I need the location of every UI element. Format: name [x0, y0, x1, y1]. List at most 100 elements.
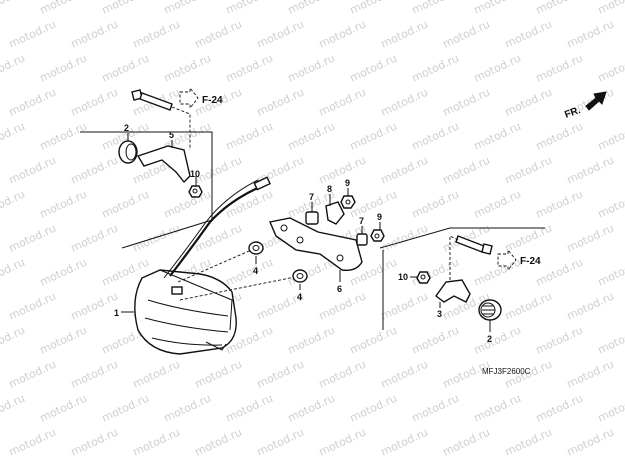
watermark-text: motod.ru	[224, 120, 275, 153]
watermark-text: motod.ru	[100, 392, 151, 425]
watermark-text: motod.ru	[348, 52, 399, 85]
watermark-text: motod.ru	[7, 426, 58, 459]
watermark-text: motod.ru	[317, 154, 368, 187]
watermark-text: motod.ru	[162, 392, 213, 425]
watermark-text: motod.ru	[503, 290, 554, 323]
grommet-upper	[248, 241, 264, 255]
watermark-text: motod.ru	[410, 52, 461, 85]
leader-dash-left-bolt	[171, 106, 191, 150]
watermark-text: motod.ru	[224, 52, 275, 85]
ref-arrow-right	[497, 248, 517, 272]
watermark-text: motod.ru	[0, 0, 27, 17]
watermark-text: motod.ru	[7, 86, 58, 119]
watermark-text: motod.ru	[379, 154, 430, 187]
watermark-text: motod.ru	[131, 222, 182, 255]
watermark-text: motod.ru	[7, 154, 58, 187]
watermark-text: motod.ru	[0, 52, 27, 85]
watermark-text: motod.ru	[534, 0, 585, 17]
watermark-text: motod.ru	[565, 290, 616, 323]
watermark-text: motod.ru	[69, 86, 120, 119]
leader-dash-upper	[177, 247, 257, 283]
watermark-text: motod.ru	[38, 324, 89, 357]
watermark-text: motod.ru	[0, 324, 27, 357]
watermark-text: motod.ru	[224, 256, 275, 289]
left-frame-outline	[80, 131, 213, 249]
part-number-4-bottom: 4	[297, 292, 302, 302]
nut-9-right	[370, 229, 385, 242]
leader-dash-lower	[179, 275, 301, 301]
diagram-code: MFJ3F2600C	[482, 367, 531, 376]
watermark-text: motod.ru	[410, 324, 461, 357]
nut-10-left	[188, 185, 203, 198]
watermark-text: motod.ru	[503, 222, 554, 255]
watermark-text: motod.ru	[38, 188, 89, 221]
watermark-text: motod.ru	[0, 256, 27, 289]
watermark-text: motod.ru	[410, 0, 461, 17]
watermark-text: motod.ru	[565, 426, 616, 459]
watermark-text: motod.ru	[410, 188, 461, 221]
watermark-text: motod.ru	[193, 222, 244, 255]
watermark-text: motod.ru	[348, 0, 399, 17]
tail-light-assembly	[134, 176, 271, 355]
watermark-text: motod.ru	[472, 52, 523, 85]
part-number-3: 3	[437, 309, 442, 319]
watermark-text: motod.ru	[503, 18, 554, 51]
watermark-text: motod.ru	[69, 290, 120, 323]
part-number-7-right: 7	[359, 216, 364, 226]
reference-label-right: F-24	[520, 256, 541, 267]
watermark-text: motod.ru	[596, 0, 625, 17]
watermark-text: motod.ru	[534, 188, 585, 221]
watermark-text: motod.ru	[565, 358, 616, 391]
watermark-text: motod.ru	[193, 426, 244, 459]
watermark-text: motod.ru	[503, 86, 554, 119]
watermark-text: motod.ru	[100, 0, 151, 17]
watermark-text: motod.ru	[162, 52, 213, 85]
watermark-text: motod.ru	[131, 358, 182, 391]
watermark-text: motod.ru	[534, 392, 585, 425]
part-number-5: 5	[169, 130, 174, 140]
watermark-text: motod.ru	[472, 392, 523, 425]
reference-label-left: F-24	[202, 95, 223, 106]
watermark-text: motod.ru	[193, 358, 244, 391]
watermark-text: motod.ru	[534, 256, 585, 289]
watermark-text: motod.ru	[503, 154, 554, 187]
part-number-7-top: 7	[309, 192, 314, 202]
right-frame-top	[379, 227, 545, 249]
watermark-text: motod.ru	[379, 290, 430, 323]
grommet-lower	[292, 269, 308, 283]
part-number-10-right: 10	[398, 272, 408, 282]
part-number-2-left: 2	[124, 123, 129, 133]
watermark-text: motod.ru	[348, 324, 399, 357]
reflector-stay-3	[435, 279, 471, 303]
watermark-text: motod.ru	[472, 120, 523, 153]
watermark-text: motod.ru	[286, 52, 337, 85]
watermark-text: motod.ru	[348, 120, 399, 153]
ref-arrow-left	[179, 86, 199, 110]
watermark-text: motod.ru	[131, 18, 182, 51]
watermark-text: motod.ru	[69, 426, 120, 459]
watermark-text: motod.ru	[69, 358, 120, 391]
bolt-left	[131, 89, 173, 111]
watermark-text: motod.ru	[534, 120, 585, 153]
watermark-text: motod.ru	[441, 426, 492, 459]
watermark-text: motod.ru	[410, 120, 461, 153]
watermark-text: motod.ru	[534, 324, 585, 357]
watermark-text: motod.ru	[224, 0, 275, 17]
watermark-text: motod.ru	[534, 52, 585, 85]
watermark-text: motod.ru	[286, 324, 337, 357]
nut-10-right	[416, 271, 431, 284]
part-number-6: 6	[337, 284, 342, 294]
watermark-text: motod.ru	[379, 18, 430, 51]
watermark-text: motod.ru	[596, 120, 625, 153]
watermark-text: motod.ru	[0, 188, 27, 221]
watermark-text: motod.ru	[441, 86, 492, 119]
watermark-text: motod.ru	[379, 358, 430, 391]
connector-8	[325, 201, 345, 225]
watermark-text: motod.ru	[7, 358, 58, 391]
watermark-text: motod.ru	[379, 86, 430, 119]
front-arrow-icon	[585, 91, 607, 111]
watermark-text: motod.ru	[131, 426, 182, 459]
watermark-text: motod.ru	[596, 188, 625, 221]
watermark-text: motod.ru	[69, 18, 120, 51]
